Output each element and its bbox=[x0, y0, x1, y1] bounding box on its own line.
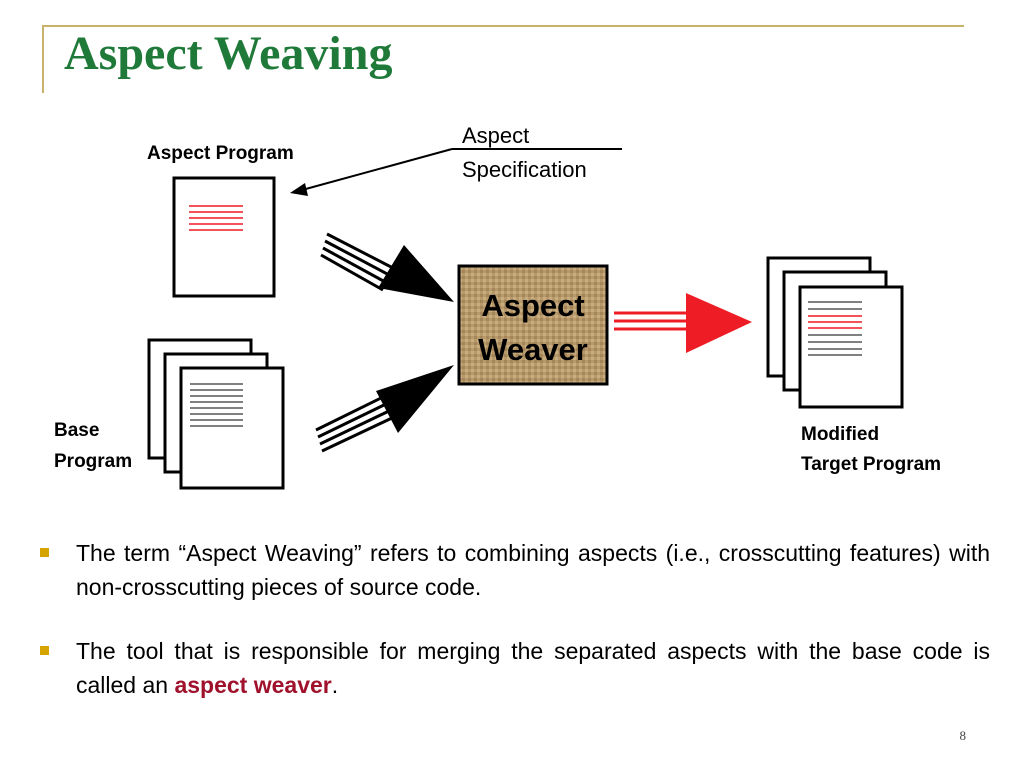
bullet-item-aspect-weaver-definition: The tool that is responsible for merging… bbox=[38, 634, 990, 702]
page-number: 8 bbox=[959, 728, 967, 743]
bullet-text: The tool that is responsible for merging… bbox=[76, 638, 990, 698]
bullet-list: The term “Aspect Weaving” refers to comb… bbox=[38, 536, 990, 732]
aspect-spec-pointer-arrow bbox=[301, 148, 453, 191]
slide-frame-top bbox=[42, 25, 964, 27]
bullet-text: The term “Aspect Weaving” refers to comb… bbox=[76, 540, 990, 600]
modified-target-documents-icon bbox=[766, 256, 904, 409]
bullet-square-icon bbox=[40, 646, 49, 655]
weaver-to-target-arrow bbox=[614, 293, 752, 353]
aspect-weaver-label-line2: Weaver bbox=[478, 332, 588, 367]
modified-target-label-line2: Target Program bbox=[801, 454, 941, 475]
slide-title: Aspect Weaving bbox=[64, 27, 393, 80]
aspect-weaving-diagram: Aspect Program Aspect Specification Base… bbox=[54, 123, 941, 490]
base-program-label-line1: Base bbox=[54, 420, 99, 441]
modified-target-label-line1: Modified bbox=[801, 424, 879, 445]
bullet-highlight: aspect weaver bbox=[174, 672, 332, 698]
aspect-program-document-icon bbox=[172, 176, 276, 298]
base-to-weaver-arrow bbox=[315, 365, 454, 453]
base-program-documents-icon bbox=[147, 338, 285, 490]
aspect-weaver-box bbox=[457, 264, 609, 386]
aspect-spec-line2: Specification bbox=[462, 157, 587, 182]
aspect-program-label: Aspect Program bbox=[147, 143, 294, 164]
aspect-spec-arrowhead bbox=[290, 183, 308, 196]
base-program-label-line2: Program bbox=[54, 451, 132, 472]
bullet-item-aspect-weaving-definition: The term “Aspect Weaving” refers to comb… bbox=[38, 536, 990, 604]
aspect-spec-line1: Aspect bbox=[462, 123, 529, 148]
aspect-to-weaver-arrow bbox=[320, 232, 454, 302]
bullet-text-end: . bbox=[331, 672, 339, 698]
slide-frame-left bbox=[42, 25, 44, 93]
bullet-square-icon bbox=[40, 548, 49, 557]
aspect-weaver-label-line1: Aspect bbox=[481, 288, 584, 323]
